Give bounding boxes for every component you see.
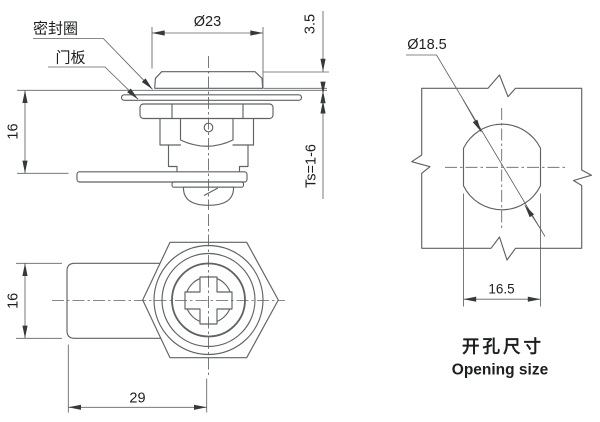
cam-washer [171, 181, 245, 188]
hole-diameter-leader [406, 54, 546, 237]
dim-hole-diameter: Ø18.5 [407, 37, 447, 53]
opening-size-caption-en: Opening size [452, 362, 549, 379]
dim-under-panel-length: 16 [6, 123, 22, 139]
side-view: 密封圈 门板 Ø23 3.5 Ts=1-6 16 [6, 11, 329, 210]
hole-diameter-arrow-lower [524, 204, 542, 230]
front-view: 16 29 [6, 214, 285, 413]
screw-slot [203, 187, 219, 196]
panel-cutout-square [411, 74, 593, 261]
lock-body-hex [159, 117, 255, 147]
door-panel-leader [48, 66, 139, 100]
dim-panel-thickness: Ts=1-6 [304, 144, 320, 188]
front-extension-lines [16, 262, 208, 413]
mounting-nut-facets [171, 103, 244, 120]
opening-view: Ø18.5 16.5 开孔尺寸 Opening size [406, 37, 593, 379]
dim-head-height: 3.5 [303, 14, 319, 34]
opening-size-caption-zh: 开孔尺寸 [462, 337, 544, 357]
hole-diameter-arrow-upper [462, 99, 482, 133]
dim-cam-length: 29 [129, 391, 145, 407]
cam-plate [76, 171, 248, 183]
dim-hole-width: 16.5 [488, 282, 514, 297]
door-panel-section [120, 94, 303, 101]
seal-ring-leader [33, 38, 153, 90]
hole-width-extension-lines [463, 193, 541, 307]
seal-ring-label: 密封圈 [33, 21, 78, 38]
dim-cam-width: 16 [6, 293, 22, 309]
extension-lines [17, 27, 329, 174]
door-panel-label: 门板 [56, 49, 86, 67]
mounting-nut [139, 103, 274, 120]
mounting-hole [462, 123, 542, 211]
lock-body-cylinder [167, 144, 249, 173]
dim-cap-diameter: Ø23 [194, 14, 221, 30]
